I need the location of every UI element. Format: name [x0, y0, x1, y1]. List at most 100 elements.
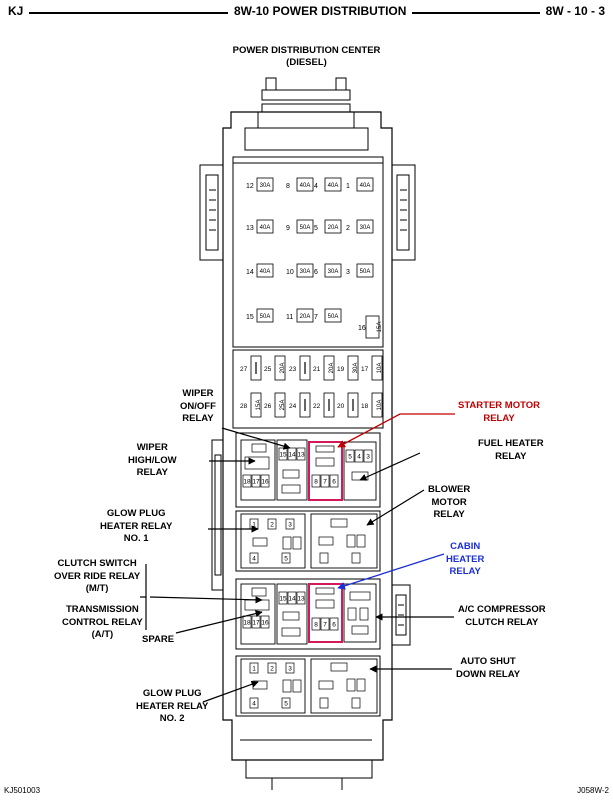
pin-1: 1 [249, 662, 259, 674]
svg-text:16: 16 [261, 479, 269, 486]
fuse-rating: 50A [260, 314, 271, 320]
pin-13: 13 [296, 447, 306, 461]
maxi-fuse-12: 12 30A [246, 177, 274, 192]
relay-pad [330, 662, 348, 672]
pin-7: 7 [320, 474, 330, 488]
maxi-fuse-15: 15 50A [246, 308, 274, 323]
fuse-number: 4 [314, 183, 318, 190]
pin-8: 8 [311, 474, 321, 488]
top-tab-right [335, 77, 347, 91]
pin-15: 15 [278, 447, 288, 461]
relay-pad [292, 536, 302, 550]
mini-fuse-block [232, 349, 384, 429]
svg-text:14: 14 [288, 596, 296, 603]
fuse-number: 2 [346, 225, 350, 232]
svg-text:7: 7 [323, 622, 327, 629]
fuse-number: 11 [286, 314, 293, 321]
fuse-number: 16 [358, 325, 366, 332]
fuse-number: 12 [246, 183, 254, 190]
relay-pad [359, 607, 369, 621]
relay-pad [356, 678, 366, 692]
maxi-fuse-4: 4 40A [314, 177, 342, 192]
relay-pad [351, 697, 361, 709]
pin-7: 7 [320, 617, 330, 631]
fuse-number: 6 [314, 269, 318, 276]
left-bracket [199, 164, 223, 261]
svg-text:18: 18 [243, 479, 251, 486]
relay-pad [347, 607, 357, 621]
leader-clutch-transmission [149, 596, 263, 604]
pin-1: 1 [249, 518, 259, 530]
fuse-number: 15 [246, 314, 254, 321]
fuse-number: 26 [264, 403, 272, 410]
svg-text:1: 1 [252, 522, 256, 529]
svg-text:5: 5 [348, 454, 352, 461]
leader-wiper-onoff [221, 427, 291, 450]
pin-4: 4 [249, 697, 259, 709]
fuse-number: 27 [240, 366, 248, 373]
relay-pad [282, 679, 292, 693]
fuse-number: 22 [313, 403, 321, 410]
svg-text:4: 4 [252, 701, 256, 708]
pdc-title: POWER DISTRIBUTION CENTER (DIESEL) [0, 45, 613, 69]
header-left: KJ [8, 4, 30, 18]
svg-text:17: 17 [252, 479, 260, 486]
svg-text:1: 1 [252, 666, 256, 673]
svg-text:4: 4 [252, 556, 256, 563]
fuse-rating: 40A [328, 183, 339, 189]
relay-pad [251, 587, 267, 597]
page-header: KJ 8W-10 POWER DISTRIBUTION 8W - 10 - 3 [0, 0, 613, 26]
fuse-number: 3 [346, 269, 350, 276]
fuse-number: 10 [286, 269, 294, 276]
relay-pad [319, 697, 329, 709]
fuse-number: 9 [286, 225, 290, 232]
leader-blower-motor [366, 489, 425, 526]
pin-2: 2 [267, 518, 277, 530]
pin-3: 3 [363, 449, 373, 463]
pin-8: 8 [311, 617, 321, 631]
leader-cabin-heater [337, 553, 445, 590]
relay-pad [315, 599, 335, 609]
relay-pad [251, 443, 267, 453]
svg-text:15: 15 [279, 596, 287, 603]
relay-pad [281, 627, 301, 637]
relay-glow-plug-2 [240, 658, 306, 714]
leader-starter-motor [337, 413, 455, 448]
relay-glow-plug-1 [240, 513, 306, 569]
relay-pad [282, 611, 300, 621]
relay-pad [351, 471, 369, 481]
svg-text:3: 3 [288, 522, 292, 529]
pin-5: 5 [345, 449, 355, 463]
pin-4: 4 [249, 552, 259, 564]
fuse-rating: 30A [360, 225, 371, 231]
fuse-rating: 20A [328, 225, 339, 231]
pin-15: 15 [278, 591, 288, 605]
fuse-rating: 50A [300, 225, 311, 231]
relay-pad [281, 484, 301, 494]
pin-3: 3 [285, 518, 295, 530]
relay-pad [351, 552, 361, 564]
fuse-rating: 30A [260, 183, 271, 189]
relay-transmission [276, 583, 308, 645]
relay-pad [318, 680, 334, 690]
relay-pad [315, 587, 335, 595]
relay-pad [356, 534, 366, 548]
pin-16: 16 [260, 474, 270, 488]
svg-text:4: 4 [357, 454, 361, 461]
header-right: 8W - 10 - 3 [539, 4, 605, 18]
relay-pad [252, 537, 268, 547]
fuse-rating: 40A [360, 183, 371, 189]
relay-pad [315, 457, 335, 467]
svg-text:17: 17 [252, 620, 260, 627]
